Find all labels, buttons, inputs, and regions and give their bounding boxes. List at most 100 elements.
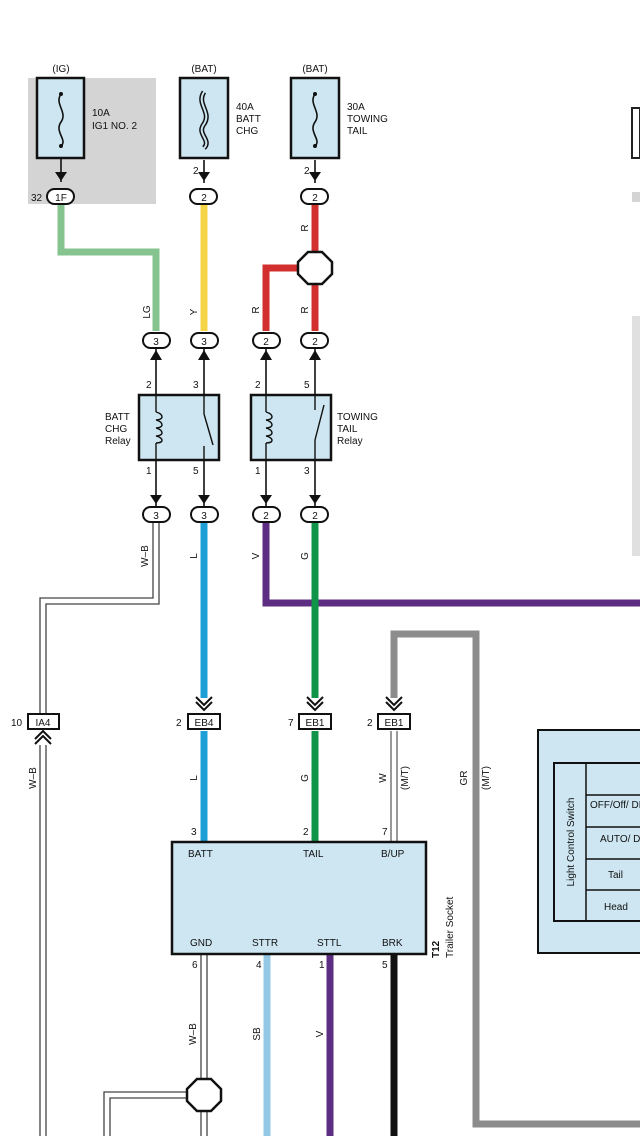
light-switch-row-tail: Tail bbox=[608, 870, 623, 881]
socket-pin-tail-name: TAIL bbox=[303, 849, 324, 860]
wire-r-branch bbox=[262, 264, 300, 331]
relay-towing-tail-label2: TAIL bbox=[337, 424, 358, 435]
wire-lg bbox=[57, 205, 160, 331]
connector-eb1a-label: EB1 bbox=[306, 718, 325, 729]
socket-pin-bup-name: B/UP bbox=[381, 849, 405, 860]
fuse-ig1-source: (IG) bbox=[52, 64, 69, 75]
wire-v bbox=[262, 523, 640, 607]
fuse-towing-tail-rating: 30A bbox=[347, 102, 365, 113]
socket-pin-brk-num: 5 bbox=[382, 960, 388, 971]
arrowheads bbox=[55, 172, 321, 504]
relay-batt-chg-label1: BATT bbox=[105, 412, 130, 423]
connector-tow-top-label: 2 bbox=[312, 193, 318, 204]
socket-pin-sttr-name: STTR bbox=[252, 938, 278, 949]
fuse-batt-chg bbox=[178, 76, 230, 160]
fuse-ig1-name: IG1 NO. 2 bbox=[92, 121, 137, 132]
relay-towing-tail-pin-br: 3 bbox=[304, 466, 310, 477]
connector-lg-label: 3 bbox=[153, 337, 159, 348]
trailer-socket-box bbox=[170, 840, 428, 956]
rect-connectors bbox=[27, 713, 411, 730]
junction-wb bbox=[185, 1077, 223, 1113]
socket-pin-gnd-name: GND bbox=[190, 938, 212, 949]
fuse-towing-tail-name1: TOWING bbox=[347, 114, 388, 125]
connector-eb4-label: EB4 bbox=[195, 718, 214, 729]
socket-pin-sttl-num: 1 bbox=[319, 960, 325, 971]
light-switch-row-off: OFF/Off/ DRL–OFF bbox=[590, 800, 640, 811]
junction-r bbox=[296, 250, 334, 286]
fuse-towing-tail bbox=[289, 76, 341, 160]
connector-eb1b-pin: 2 bbox=[367, 718, 373, 729]
wire-w bbox=[390, 731, 398, 842]
wire-label-r-left: R bbox=[251, 306, 262, 313]
socket-pin-sttl-name: STTL bbox=[317, 938, 342, 949]
wire-label-wb-left: W–B bbox=[28, 767, 39, 789]
relay-batt-chg bbox=[137, 393, 221, 462]
socket-pin-gnd-num: 6 bbox=[192, 960, 198, 971]
connector-ia4-pin: 10 bbox=[11, 718, 23, 729]
fuse-batt-chg-name2: CHG bbox=[236, 126, 258, 137]
connector-batt-top-pin: 2 bbox=[193, 166, 199, 177]
wire-label-wb-bottom: W–B bbox=[188, 1023, 199, 1045]
fuse-ig1 bbox=[35, 76, 86, 160]
offpage-box-top bbox=[631, 107, 640, 159]
connector-ovals bbox=[46, 188, 329, 523]
wire-label-wb-top: W–B bbox=[140, 545, 151, 567]
relay-batt-chg-label2: CHG bbox=[105, 424, 127, 435]
wire-wb-left bbox=[39, 745, 47, 1136]
socket-code: T12 bbox=[431, 940, 442, 958]
wire-label-w-mt: (M/T) bbox=[400, 766, 411, 790]
relay-batt-chg-pin-tl: 2 bbox=[146, 380, 152, 391]
relay-batt-chg-pin-bl: 1 bbox=[146, 466, 152, 477]
wire-label-gr-mt: (M/T) bbox=[481, 766, 492, 790]
light-switch-row-auto: AUTO/ DRL bbox=[600, 834, 640, 845]
connector-batt-top-label: 2 bbox=[201, 193, 207, 204]
light-control-switch bbox=[537, 729, 640, 954]
relay-towing-tail-pin-tl: 2 bbox=[255, 380, 261, 391]
chevron-connectors bbox=[34, 696, 403, 745]
connector-g-label: 2 bbox=[312, 511, 318, 522]
relay-towing-tail-pin-tr: 5 bbox=[304, 380, 310, 391]
connector-l-label: 3 bbox=[201, 511, 207, 522]
socket-pin-batt-num: 3 bbox=[191, 827, 197, 838]
wire-label-y: Y bbox=[189, 308, 200, 315]
fuse-towing-tail-name2: TAIL bbox=[347, 126, 368, 137]
relay-towing-tail-pin-bl: 1 bbox=[255, 466, 261, 477]
wire-label-v-bottom: V bbox=[315, 1030, 326, 1037]
fuse-ig1-rating: 10A bbox=[92, 108, 110, 119]
wire-label-l-top: L bbox=[189, 553, 200, 559]
connector-eb1a-pin: 7 bbox=[288, 718, 294, 729]
socket-pin-tail-num: 2 bbox=[303, 827, 309, 838]
connector-1f-label: 1F bbox=[55, 193, 67, 204]
light-switch-row-head: Head bbox=[604, 902, 628, 913]
wire-label-r-top: R bbox=[300, 224, 311, 231]
wire-gr bbox=[390, 630, 640, 1128]
relay-towing-tail-label3: Relay bbox=[337, 436, 363, 447]
connector-v-label: 2 bbox=[263, 511, 269, 522]
offpage-shade-mid bbox=[632, 316, 640, 556]
socket-pin-brk-name: BRK bbox=[382, 938, 403, 949]
connector-r-left-label: 2 bbox=[263, 337, 269, 348]
wire-label-gr: GR bbox=[459, 771, 470, 786]
wire-label-sb: SB bbox=[252, 1027, 263, 1041]
fuse-batt-chg-rating: 40A bbox=[236, 102, 254, 113]
relay-batt-chg-label3: Relay bbox=[105, 436, 131, 447]
relay-towing-tail-label1: TOWING bbox=[337, 412, 378, 423]
connector-eb4-pin: 2 bbox=[176, 718, 182, 729]
socket-pin-batt-name: BATT bbox=[188, 849, 213, 860]
wire-label-r-right: R bbox=[300, 306, 311, 313]
connector-wb-label: 3 bbox=[153, 511, 159, 522]
wire-label-w: W bbox=[378, 773, 389, 783]
relay-batt-chg-pin-tr: 3 bbox=[193, 380, 199, 391]
fuse-batt-chg-source: (BAT) bbox=[191, 64, 216, 75]
connector-tow-top-pin: 2 bbox=[304, 166, 310, 177]
wire-label-lg: LG bbox=[142, 305, 153, 319]
connector-ia4-label: IA4 bbox=[35, 718, 50, 729]
fuse-towing-tail-source: (BAT) bbox=[302, 64, 327, 75]
connector-y-label: 3 bbox=[201, 337, 207, 348]
socket-pin-sttr-num: 4 bbox=[256, 960, 262, 971]
wire-label-g-top: G bbox=[300, 552, 311, 560]
offpage-shade-top bbox=[632, 192, 640, 202]
connector-1f-pin: 32 bbox=[31, 193, 43, 204]
connector-eb1b-label: EB1 bbox=[385, 718, 404, 729]
socket-name: Trailer Socket bbox=[445, 896, 456, 958]
